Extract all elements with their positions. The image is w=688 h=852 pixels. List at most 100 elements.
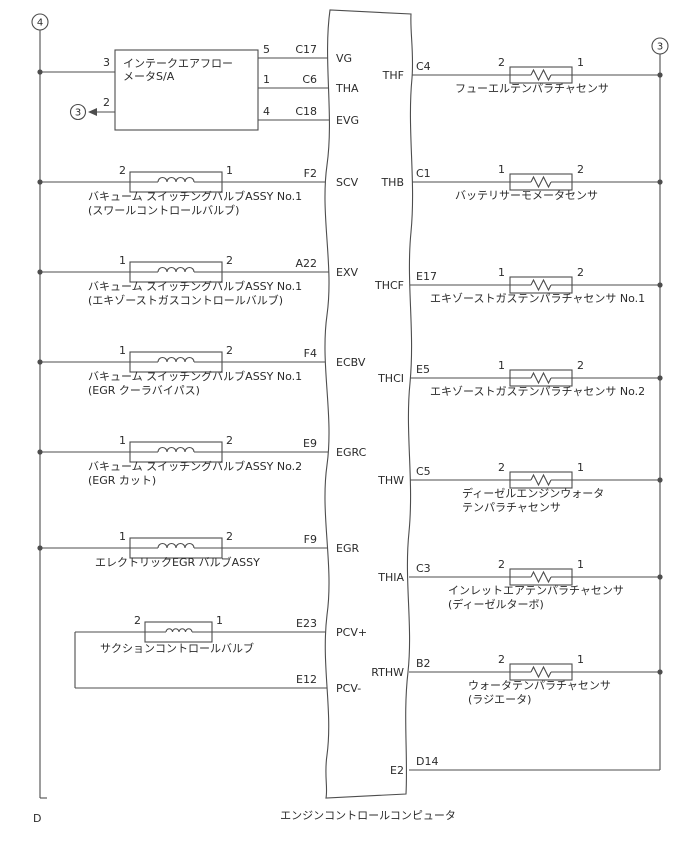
pin-number: 2 xyxy=(226,344,233,357)
component-caption: フューエルテンパラチャセンサ xyxy=(455,82,609,95)
connector-label: D14 xyxy=(416,755,438,768)
solenoid-coil-symbol xyxy=(129,351,223,373)
ecu-pin-label: EGR xyxy=(336,542,359,555)
pin-number: 2 xyxy=(498,56,505,69)
connector-label: C6 xyxy=(302,73,317,86)
resistor-symbol xyxy=(509,471,573,489)
bottom-left-label: D xyxy=(33,812,41,825)
pin-number: 1 xyxy=(263,73,270,86)
ecu-pin-label: EVG xyxy=(336,114,359,127)
component-caption: バキューム スイッチングバルブASSY No.2 xyxy=(88,459,302,473)
junction-dot xyxy=(37,449,43,455)
circled-3-marker-label: 3 xyxy=(75,108,81,119)
valve-row-scv: 2 1 F2 バキューム スイッチングバルブASSY No.1 (スワールコント… xyxy=(40,164,330,217)
suction-control-valve-section: 2 1 E23 E12 サクションコントロールバルブ xyxy=(74,614,330,689)
junction-dot xyxy=(37,359,43,365)
pin-number: 3 xyxy=(103,56,110,69)
connector-label: E5 xyxy=(416,363,430,376)
pin-number: 2 xyxy=(498,558,505,571)
component-caption: テンパラチャセンサ xyxy=(462,501,561,514)
pin-number: 2 xyxy=(498,461,505,474)
ecu-pin-label: RTHW xyxy=(371,666,404,679)
sensor-row-thf: 2 1 C4 フューエルテンパラチャセンサ xyxy=(409,56,660,95)
connector-label: E12 xyxy=(296,673,317,686)
ecu-pin-label: THCI xyxy=(377,372,404,385)
ecu-body xyxy=(324,9,414,799)
component-caption: バキューム スイッチングバルブASSY No.1 xyxy=(88,189,302,203)
circled-4-marker-label: 4 xyxy=(37,18,43,29)
connector-label: E17 xyxy=(416,270,437,283)
pin-number: 2 xyxy=(226,254,233,267)
ecu-pin-label: THW xyxy=(377,474,404,487)
solenoid-coil-symbol xyxy=(129,261,223,283)
connector-label: E9 xyxy=(303,437,317,450)
solenoid-coil-symbol xyxy=(129,537,223,559)
sensor-row-thci: 1 2 E5 エキゾーストガステンパラチャセンサ No.2 xyxy=(409,359,660,398)
component-caption: サクションコントロールバルブ xyxy=(100,641,254,655)
pin-number: 1 xyxy=(498,163,505,176)
connector-label: C17 xyxy=(295,43,317,56)
junction-dot xyxy=(657,669,663,675)
pin-number: 2 xyxy=(119,164,126,177)
pin-number: 1 xyxy=(216,614,223,627)
pin-number: 2 xyxy=(577,266,584,279)
connector-label: F4 xyxy=(304,347,317,360)
ecu-pin-label: EGRC xyxy=(336,446,367,459)
component-caption: バキューム スイッチングバルブASSY No.1 xyxy=(88,279,302,293)
ecu-pin-label: PCV+ xyxy=(336,626,367,639)
circled-3-marker-label: 3 xyxy=(657,42,663,53)
ecu-title: エンジンコントロールコンピュータ xyxy=(280,809,456,822)
airflow-meter-label-line1: インテークエアフロー xyxy=(123,57,233,70)
component-caption: エキゾーストガステンパラチャセンサ No.1 xyxy=(430,292,645,305)
connector-label: C5 xyxy=(416,465,431,478)
connector-label: F2 xyxy=(304,167,317,180)
solenoid-coil-symbol xyxy=(129,441,223,463)
ecu-pin-label: E2 xyxy=(390,764,404,777)
ecu-pin-label: EXV xyxy=(336,266,358,279)
ecu-pin-label: THCF xyxy=(374,279,404,292)
pin-number: 2 xyxy=(134,614,141,627)
resistor-symbol xyxy=(509,663,573,681)
resistor-symbol xyxy=(509,369,573,387)
sensor-row-thia: 2 1 C3 インレットエアテンパラチャセンサ (ディーゼルターボ) xyxy=(409,558,660,611)
sensor-row-thw: 2 1 C5 ディーゼルエンジンウォータ テンパラチャセンサ xyxy=(409,461,660,514)
ecu-pin-label: SCV xyxy=(336,176,359,189)
valve-row-egr: 1 2 F9 エレクトリックEGR バルブASSY xyxy=(40,530,330,569)
pin-number: 1 xyxy=(119,530,126,543)
pin-number: 1 xyxy=(119,254,126,267)
pin-number: 2 xyxy=(577,163,584,176)
pin-number: 1 xyxy=(119,344,126,357)
pin-number: 1 xyxy=(577,558,584,571)
connector-label: B2 xyxy=(416,657,431,670)
ecu-pin-label: THIA xyxy=(377,571,404,584)
arrow-left-icon xyxy=(88,108,97,116)
pin-number: 1 xyxy=(498,359,505,372)
solenoid-coil-symbol xyxy=(144,621,213,643)
ground-row-e2: D14 xyxy=(409,755,660,771)
sensor-row-thcf: 1 2 E17 エキゾーストガステンパラチャセンサ No.1 xyxy=(409,266,660,305)
valve-row-egrc: 1 2 E9 バキューム スイッチングバルブASSY No.2 (EGR カット… xyxy=(40,434,330,487)
pin-number: 2 xyxy=(226,530,233,543)
pin-number: 1 xyxy=(577,653,584,666)
component-caption: バキューム スイッチングバルブASSY No.1 xyxy=(88,369,302,383)
pin-number: 1 xyxy=(577,56,584,69)
component-caption: ディーゼルエンジンウォータ xyxy=(462,486,604,500)
pin-number: 4 xyxy=(263,105,270,118)
junction-dot xyxy=(657,574,663,580)
connector-label: F9 xyxy=(304,533,317,546)
connector-label: C4 xyxy=(416,60,431,73)
component-caption: (EGR クーラバイパス) xyxy=(88,384,200,397)
component-caption: バッテリサーモメータセンサ xyxy=(455,189,598,202)
solenoid-coil-symbol xyxy=(129,171,223,193)
ecu-pin-label: ECBV xyxy=(336,356,366,369)
pin-number: 1 xyxy=(226,164,233,177)
ecu-pin-label: PCV- xyxy=(336,682,361,695)
connector-label: C3 xyxy=(416,562,431,575)
circled-3-marker xyxy=(651,37,669,55)
component-caption: インレットエアテンパラチャセンサ xyxy=(448,584,624,597)
connector-label: C18 xyxy=(295,105,317,118)
circled-3-marker xyxy=(69,103,87,121)
pin-number: 1 xyxy=(119,434,126,447)
